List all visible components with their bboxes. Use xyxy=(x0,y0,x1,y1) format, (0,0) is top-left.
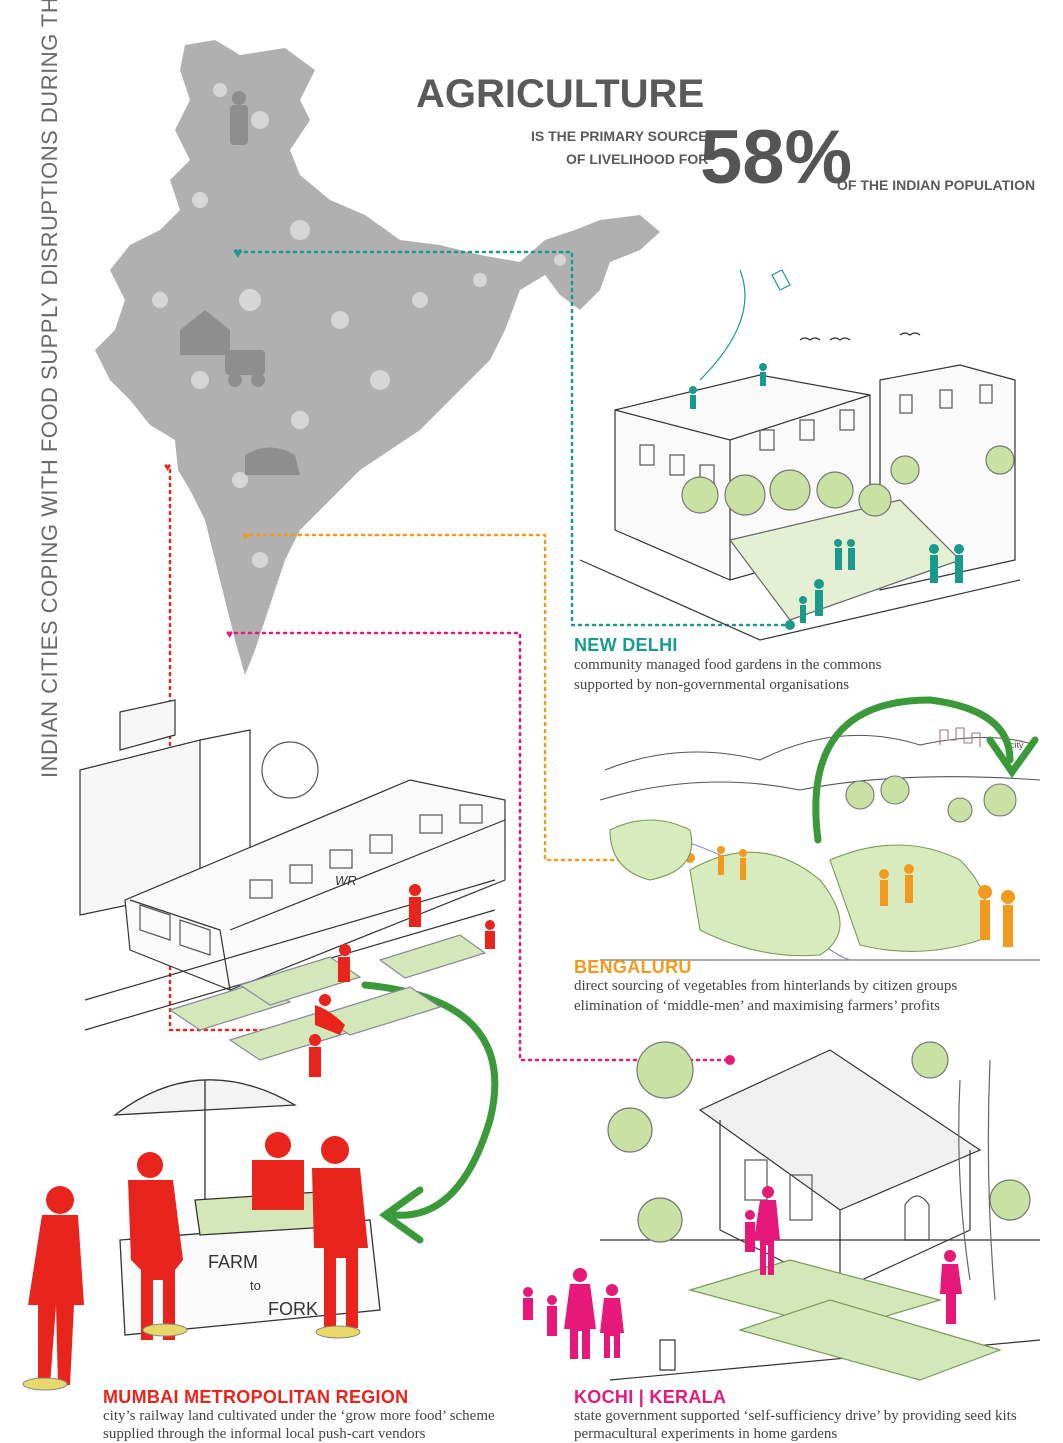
percent-figure: 58% xyxy=(700,115,853,200)
india-map xyxy=(95,40,660,675)
train-label: WR xyxy=(335,873,357,888)
city-tag: city xyxy=(1010,740,1024,750)
stall-sign-farm: FARM xyxy=(208,1252,258,1272)
svg-text:♥: ♥ xyxy=(233,245,243,262)
mumbai-desc-2: supplied through the informal local push… xyxy=(103,1426,426,1442)
header-line-2: OF LIVELIHOOD FOR xyxy=(566,151,709,167)
new-delhi-people xyxy=(689,363,964,623)
kochi-desc-1: state government supported ‘self-suffici… xyxy=(574,1408,1017,1424)
stall-sign-fork: FORK xyxy=(268,1299,318,1319)
new-delhi-desc-2: supported by non-governmental organisati… xyxy=(574,677,850,693)
stall-sign-to: to xyxy=(250,1278,261,1293)
green-arrow-mumbai xyxy=(361,981,499,1219)
mumbai-sketch xyxy=(79,699,506,1061)
mumbai-desc-1: city’s railway land cultivated under the… xyxy=(103,1408,495,1424)
svg-text:♥: ♥ xyxy=(242,529,249,543)
agriculture-title: AGRICULTURE xyxy=(416,72,705,116)
header-suffix: OF THE INDIAN POPULATION xyxy=(837,177,1036,193)
header-line-1: IS THE PRIMARY SOURCE xyxy=(531,128,708,144)
city-name-bengaluru: BENGALURU xyxy=(574,957,692,977)
kochi-desc-2: permacultural experiments in home garden… xyxy=(574,1426,838,1442)
svg-text:♥: ♥ xyxy=(164,460,171,474)
city-name-mumbai: MUMBAI METROPOLITAN REGION xyxy=(103,1387,409,1407)
city-name-new-delhi: NEW DELHI xyxy=(574,635,678,655)
new-delhi-sketch xyxy=(579,269,1021,641)
green-arrow-bengaluru xyxy=(812,696,1014,844)
bengaluru-sketch xyxy=(599,727,1041,961)
bengaluru-desc-2: elimination of ‘middle-men’ and maximisi… xyxy=(574,998,941,1014)
kochi-sketch xyxy=(600,1041,1041,1381)
new-delhi-desc-1: community managed food gardens in the co… xyxy=(574,657,882,673)
svg-text:♥: ♥ xyxy=(226,627,233,641)
bengaluru-desc-1: direct sourcing of vegetables from hinte… xyxy=(574,978,958,994)
bengaluru-people xyxy=(717,846,1015,947)
city-name-kochi: KOCHI | KERALA xyxy=(574,1387,727,1407)
kochi-people xyxy=(523,1186,962,1359)
mumbai-people xyxy=(28,884,495,1385)
